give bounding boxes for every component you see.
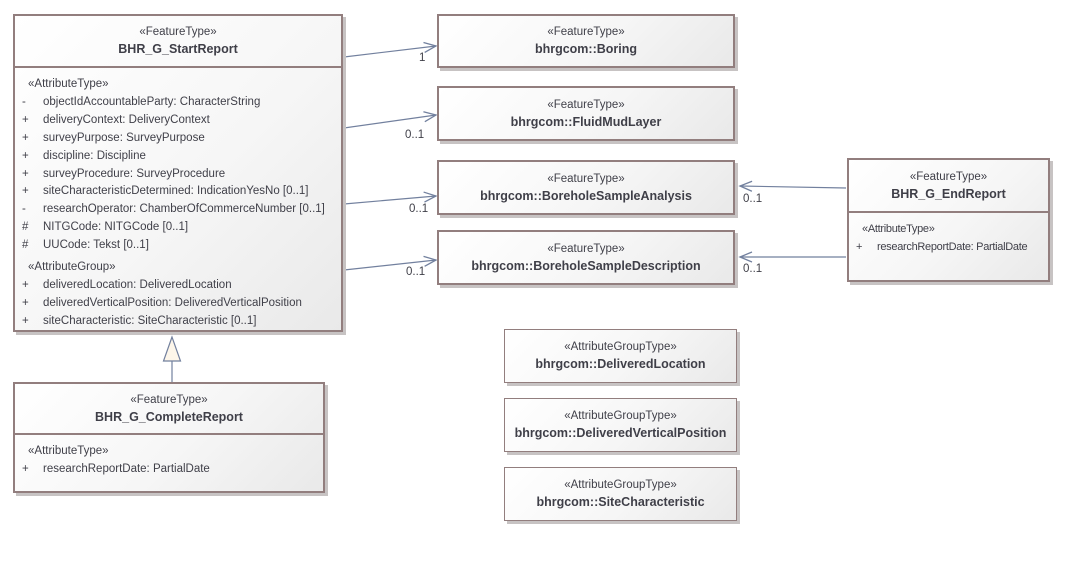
class-name: bhrgcom::BoreholeSampleAnalysis <box>480 188 692 203</box>
class-box-bhrgcom-boring[interactable]: «FeatureType» bhrgcom::Boring <box>437 14 735 68</box>
stereotype-row: «AttributeGroup» <box>15 259 341 277</box>
attribute-row: # UUCode: Tekst [0..1] <box>15 237 341 255</box>
attribute-text: deliveryContext: DeliveryContext <box>43 113 210 126</box>
attribute-text: objectIdAccountableParty: CharacterStrin… <box>43 95 261 108</box>
attribute-text: deliveredLocation: DeliveredLocation <box>43 278 232 291</box>
attribute-text: surveyProcedure: SurveyProcedure <box>43 167 226 180</box>
multiplicity-label: 0..1 <box>405 129 425 141</box>
class-name: BHR_G_StartReport <box>118 42 238 56</box>
attribute-text: siteCharacteristic: SiteCharacteristic [… <box>43 314 257 327</box>
visibility-marker: + <box>856 240 863 253</box>
visibility-marker: - <box>22 203 26 216</box>
attribute-row: + surveyProcedure: SurveyProcedure <box>15 166 341 184</box>
class-box-bhr-g-startreport[interactable]: «FeatureType» BHR_G_StartReport «Attribu… <box>13 14 343 332</box>
attribute-type-label: «AttributeType» <box>28 78 109 90</box>
association-endreport-boreholesampleanalysis <box>738 180 847 192</box>
class-box-bhrgcom-fluidmudlayer[interactable]: «FeatureType» bhrgcom::FluidMudLayer <box>437 86 735 141</box>
attribute-row: + siteCharacteristic: SiteCharacteristic … <box>15 313 341 331</box>
class-name: bhrgcom::SiteCharacteristic <box>536 495 705 509</box>
visibility-marker: + <box>22 185 29 198</box>
class-box-bhrgcom-boreholesampledescription[interactable]: «FeatureType» bhrgcom::BoreholeSampleDes… <box>437 230 735 285</box>
stereotype-row: «AttributeType» <box>15 443 323 461</box>
class-stereotype: «FeatureType» <box>547 172 625 185</box>
class-box-bhrgcom-boreholesampleanalysis[interactable]: «FeatureType» bhrgcom::BoreholeSampleAna… <box>437 160 735 215</box>
class-header: «FeatureType» BHR_G_EndReport <box>849 160 1048 213</box>
class-stereotype: «AttributeGroupType» <box>564 410 677 422</box>
attribute-compartment: «AttributeType» - objectIdAccountablePart… <box>15 68 341 331</box>
class-header: «FeatureType» BHR_G_StartReport <box>15 16 341 68</box>
class-box-bhrgcom-sitecharacteristic[interactable]: «AttributeGroupType» bhrgcom::SiteCharac… <box>504 467 737 521</box>
attribute-row: + researchReportDate: PartialDate <box>15 461 323 479</box>
visibility-marker: + <box>22 149 29 162</box>
class-name: BHR_G_EndReport <box>891 186 1006 201</box>
association-startreport-fluidmudlayer <box>343 111 438 129</box>
visibility-marker: + <box>22 113 29 126</box>
attribute-row: + deliveredVerticalPosition: DeliveredVer… <box>15 295 341 313</box>
class-name: bhrgcom::DeliveredVerticalPosition <box>514 426 727 440</box>
attribute-text: NITGCode: NITGCode [0..1] <box>43 221 189 234</box>
class-stereotype: «FeatureType» <box>139 26 217 38</box>
attribute-compartment: «AttributeType» + researchReportDate: Par… <box>15 435 323 479</box>
attribute-row: + deliveredLocation: DeliveredLocation <box>15 277 341 295</box>
attribute-text: deliveredVerticalPosition: DeliveredVert… <box>43 296 302 309</box>
class-box-bhrgcom-deliveredverticalposition[interactable]: «AttributeGroupType» bhrgcom::DeliveredV… <box>504 398 737 452</box>
class-stereotype: «FeatureType» <box>547 98 625 111</box>
visibility-marker: # <box>22 221 29 234</box>
class-name: bhrgcom::BoreholeSampleDescription <box>471 258 701 273</box>
attribute-type-label: «AttributeType» <box>28 445 109 457</box>
class-stereotype: «FeatureType» <box>547 26 625 38</box>
class-name: bhrgcom::Boring <box>534 42 638 56</box>
multiplicity-label: 0..1 <box>409 203 429 215</box>
attribute-text: siteCharacteristicDetermined: Indication… <box>43 185 309 198</box>
class-stereotype: «AttributeGroupType» <box>564 479 677 491</box>
attribute-row: + surveyPurpose: SurveyPurpose <box>15 130 341 148</box>
visibility-marker: + <box>22 167 29 180</box>
class-stereotype: «FeatureType» <box>909 170 988 183</box>
attribute-row: - objectIdAccountableParty: CharacterStri… <box>15 94 341 112</box>
class-box-bhr-g-endreport[interactable]: «FeatureType» BHR_G_EndReport «Attribute… <box>847 158 1050 282</box>
class-box-bhrgcom-deliveredlocation[interactable]: «AttributeGroupType» bhrgcom::DeliveredL… <box>504 329 737 383</box>
multiplicity-label: 1 <box>419 52 426 64</box>
attribute-row: + researchReportDate: PartialDate <box>849 239 1048 257</box>
attribute-text: discipline: Discipline <box>43 149 146 162</box>
class-name: bhrgcom::DeliveredLocation <box>535 357 706 371</box>
multiplicity-label: 0..1 <box>743 193 763 205</box>
class-box-bhr-g-completereport[interactable]: «FeatureType» BHR_G_CompleteReport «Attr… <box>13 382 325 493</box>
attribute-text: researchReportDate: PartialDate <box>877 240 1028 253</box>
attribute-type-label: «AttributeType» <box>862 223 935 235</box>
visibility-marker: + <box>22 131 29 144</box>
generalization-triangle-icon <box>162 335 182 362</box>
class-stereotype: «FeatureType» <box>547 242 625 255</box>
attribute-text: surveyPurpose: SurveyPurpose <box>43 131 205 144</box>
class-name: bhrgcom::FluidMudLayer <box>510 114 662 129</box>
visibility-marker: # <box>22 239 29 252</box>
attribute-row: + discipline: Discipline <box>15 148 341 166</box>
attribute-text: UUCode: Tekst [0..1] <box>43 239 149 252</box>
visibility-marker: + <box>22 314 29 327</box>
attribute-group-label: «AttributeGroup» <box>28 261 116 274</box>
attribute-text: researchReportDate: PartialDate <box>43 462 210 475</box>
class-name: BHR_G_CompleteReport <box>95 409 243 424</box>
visibility-marker: - <box>22 95 26 108</box>
class-header: «FeatureType» BHR_G_CompleteReport <box>15 384 323 435</box>
stereotype-row: «AttributeType» <box>849 221 1048 239</box>
multiplicity-label: 0..1 <box>743 263 763 275</box>
attribute-row: + deliveryContext: DeliveryContext <box>15 112 341 130</box>
attribute-text: researchOperator: ChamberOfCommerceNumbe… <box>43 203 325 216</box>
visibility-marker: + <box>22 278 29 291</box>
class-stereotype: «AttributeGroupType» <box>564 341 677 353</box>
visibility-marker: + <box>22 296 29 309</box>
multiplicity-label: 0..1 <box>406 266 426 278</box>
stereotype-row: «AttributeType» <box>15 76 341 94</box>
attribute-row: # NITGCode: NITGCode [0..1] <box>15 219 341 237</box>
attribute-row: + siteCharacteristicDetermined: Indicatio… <box>15 183 341 201</box>
visibility-marker: + <box>22 462 29 475</box>
class-stereotype: «FeatureType» <box>130 393 208 406</box>
attribute-row: - researchOperator: ChamberOfCommerceNumb… <box>15 201 341 219</box>
attribute-compartment: «AttributeType» + researchReportDate: Par… <box>849 213 1048 257</box>
